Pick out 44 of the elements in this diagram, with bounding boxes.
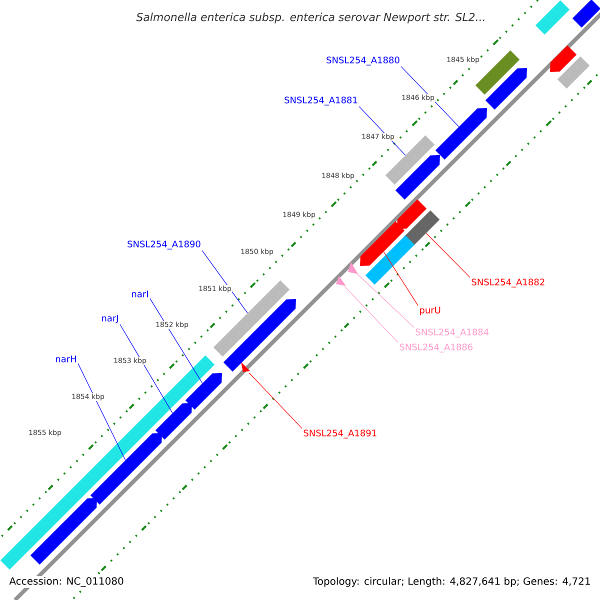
title: Salmonella enterica subsp. enterica serovar Newport str. SL2... <box>135 12 487 24</box>
leader-line <box>383 251 418 306</box>
gene-label: narI <box>132 290 148 298</box>
leader-line <box>426 232 470 278</box>
leader-line <box>150 298 203 384</box>
gene-label: SNSL254_A1891 <box>304 430 376 438</box>
gene-block <box>550 45 577 72</box>
gene-block <box>395 155 440 200</box>
leader-line <box>344 286 398 343</box>
gene-block <box>223 299 296 372</box>
gene-block <box>30 498 97 565</box>
gene-label: SNSL254_A1890 <box>128 240 200 250</box>
gene-label: SNSL254_A1881 <box>284 96 358 106</box>
leader-line <box>400 66 460 127</box>
gene-block <box>535 0 570 35</box>
gene-block <box>485 68 527 110</box>
gene-label: SNSL254_A1880 <box>326 56 400 66</box>
gene-block <box>365 235 415 285</box>
gene-block <box>435 108 487 160</box>
gene-block <box>557 56 590 89</box>
gene-block <box>90 433 162 505</box>
genome-info-text: Topology: circular; Length: 4,827,641 bp; Genes: 4,721 <box>312 576 592 588</box>
gene-block <box>403 210 440 247</box>
gene-label: SNSL254_A1886 <box>400 344 473 352</box>
leader-line <box>356 273 414 328</box>
gene-label: narH <box>56 356 76 362</box>
leader-line <box>202 250 248 314</box>
gene-block <box>155 403 192 440</box>
accession-text: Accession: NC_011080 <box>8 576 125 588</box>
leader-line <box>248 372 302 429</box>
gene-block <box>572 0 600 28</box>
gene-label: narJ <box>102 314 118 324</box>
gene-block <box>360 221 405 266</box>
gene-triangle <box>336 276 346 286</box>
gene-triangle <box>241 362 250 372</box>
leader-line <box>78 363 126 460</box>
gene-label: purU <box>420 306 440 316</box>
leader-line <box>120 324 173 414</box>
gene-triangle <box>348 262 358 274</box>
gene-block <box>0 355 215 570</box>
gene-label: SNSL254_A1882 <box>472 278 544 288</box>
gene-label: SNSL254_A1884 <box>416 328 489 338</box>
gene-block <box>397 199 427 229</box>
gene-block <box>185 373 222 410</box>
